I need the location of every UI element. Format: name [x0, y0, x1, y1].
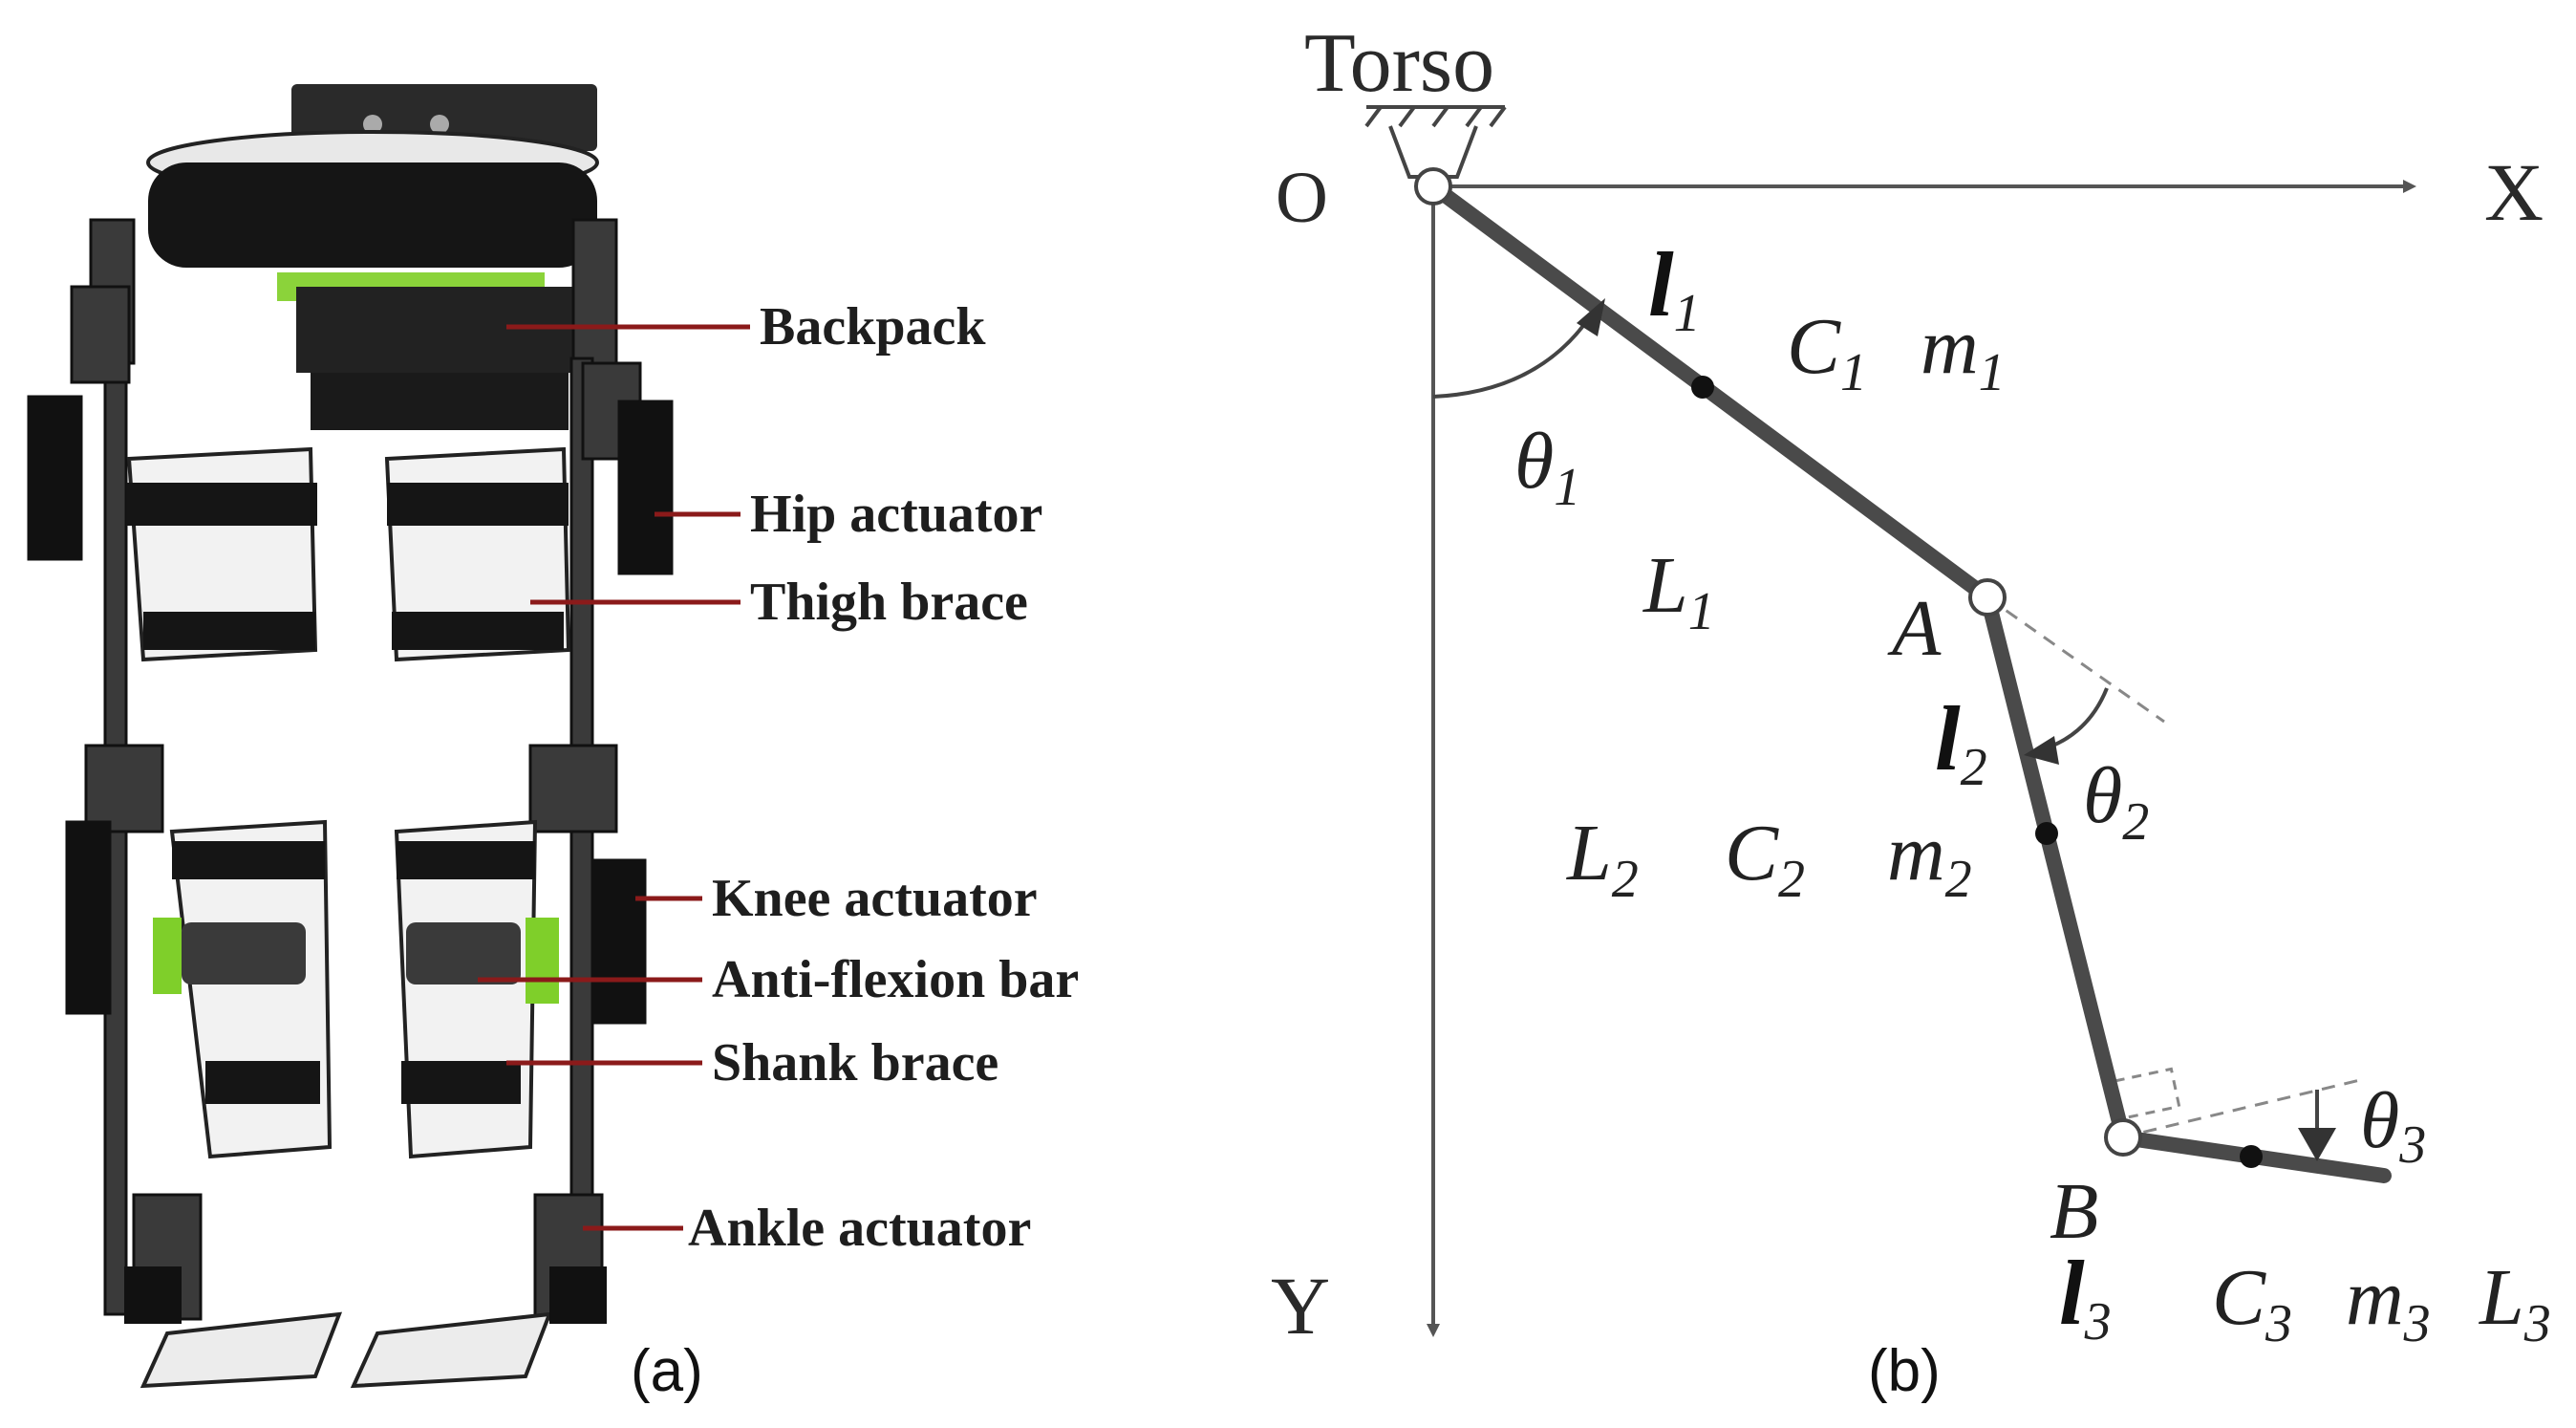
m1-label: m1	[1921, 302, 2006, 402]
c3-label: C3	[2212, 1253, 2292, 1353]
link1-extension	[1986, 595, 2165, 724]
com-c2	[2035, 822, 2058, 845]
theta3-label: θ3	[2360, 1076, 2426, 1175]
callout-lines	[478, 324, 750, 1231]
theta2-arrow	[2024, 736, 2059, 765]
c1-label: C1	[1787, 302, 1867, 402]
m2-label: m2	[1887, 809, 1972, 909]
y-axis-label: Y	[1271, 1260, 1330, 1352]
right-angle-mark	[2113, 1067, 2181, 1120]
link2	[1980, 590, 2131, 1145]
link2-extension	[2120, 1078, 2361, 1139]
joint-a-label: A	[1887, 584, 1942, 673]
com-c3	[2240, 1145, 2263, 1168]
callout-hip-actuator: Hip actuator	[750, 485, 1042, 544]
theta1-arrow	[1577, 298, 1605, 336]
L2-label: L2	[1566, 809, 1639, 909]
joint-b-label: B	[2050, 1167, 2098, 1256]
joint-b	[2104, 1118, 2142, 1157]
l1-label: l1	[1648, 233, 1701, 343]
thigh-brace-right	[384, 446, 571, 662]
callout-shank-brace: Shank brace	[712, 1033, 998, 1093]
caption-a: (a)	[631, 1338, 703, 1404]
c2-label: C2	[1725, 809, 1805, 909]
thigh-brace-left	[126, 446, 318, 662]
shank-brace-left	[153, 819, 333, 1159]
theta1-arc	[1432, 314, 1593, 399]
callout-thigh-brace: Thigh brace	[750, 573, 1028, 632]
m3-label: m3	[2346, 1253, 2431, 1353]
x-axis-label: X	[2484, 146, 2544, 238]
joint-a	[1968, 578, 2007, 617]
torso-label: Torso	[1304, 17, 1494, 110]
com-c1	[1691, 376, 1714, 399]
theta1-label: θ1	[1514, 417, 1580, 517]
l3-label: l3	[2059, 1242, 2112, 1352]
caption-b: (b)	[1868, 1338, 1941, 1404]
shank-brace-right	[394, 819, 559, 1159]
L1-label: L1	[1642, 541, 1715, 641]
origin-label: O	[1276, 158, 1328, 238]
callout-anti-flexion-bar: Anti-flexion bar	[712, 950, 1079, 1009]
callout-knee-actuator: Knee actuator	[712, 869, 1038, 928]
l2-label: l2	[1935, 687, 1987, 797]
torso-ground-hatch	[1364, 105, 1507, 179]
theta3-arrow	[2298, 1128, 2336, 1161]
joint-o	[1414, 167, 1452, 206]
exoskeleton-illustration	[27, 84, 674, 1389]
L3-label: L3	[2479, 1253, 2551, 1353]
callout-backpack: Backpack	[760, 297, 986, 357]
theta2-label: θ2	[2083, 751, 2149, 852]
callout-ankle-actuator: Ankle actuator	[688, 1199, 1031, 1258]
